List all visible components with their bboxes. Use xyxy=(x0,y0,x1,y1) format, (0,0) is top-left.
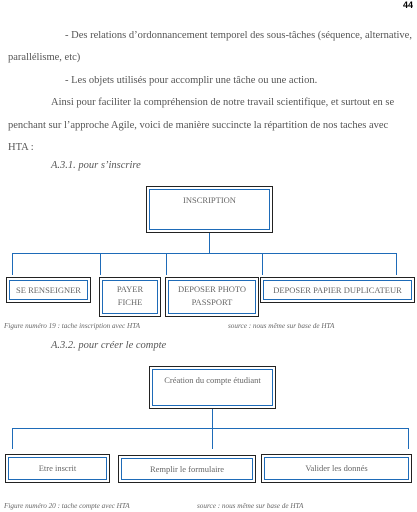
connector-line xyxy=(12,253,396,254)
hta-child-se-renseigner: SE RENSEIGNER xyxy=(6,277,91,303)
paragraph-line-1: Ainsi pour faciliter la compréhension de… xyxy=(51,97,395,108)
bullet-2: - Les objets utilisés pour accomplir une… xyxy=(65,75,318,86)
hta-root-compte: Création du compte étudiant xyxy=(149,366,276,409)
figure-19-caption: Figure numéro 19 : tache inscription ave… xyxy=(4,322,141,330)
bullet-1-line-2: parallélisme, etc) xyxy=(8,52,81,63)
hta-child-label: Etre inscrit xyxy=(38,463,77,473)
figure-19-source: source : nous même sur base de HTA xyxy=(228,322,335,330)
connector-line xyxy=(212,428,213,449)
section-1-heading: A.3.1. pour s’inscrire xyxy=(51,160,141,171)
hta-root-label: INSCRIPTION xyxy=(183,195,236,205)
hta-child-deposer-papier: DEPOSER PAPIER DUPLICATEUR xyxy=(260,277,415,303)
hta-root-inscription: INSCRIPTION xyxy=(146,186,273,233)
connector-line xyxy=(209,233,210,253)
connector-line xyxy=(12,253,13,275)
hta-child-label: SE RENSEIGNER xyxy=(16,285,81,295)
figure-20-source: source : nous même sur base de HTA xyxy=(197,502,304,510)
section-2-heading: A.3.2. pour créer le compte xyxy=(51,340,167,351)
connector-line xyxy=(396,253,397,275)
connector-line xyxy=(12,428,13,449)
connector-line xyxy=(166,253,167,275)
page-number: 44 xyxy=(402,0,413,10)
connector-line xyxy=(408,428,409,449)
paragraph-line-3: HTA : xyxy=(8,142,34,153)
hta-child-label: DEPOSER PAPIER DUPLICATEUR xyxy=(273,285,402,295)
connector-line xyxy=(212,409,213,428)
hta-child-remplir-formulaire: Remplir le formulaire xyxy=(118,455,256,483)
hta-child-label: Remplir le formulaire xyxy=(149,464,225,474)
figure-20-caption: Figure numéro 20 : tache compte avec HTA xyxy=(4,502,130,510)
hta-child-etre-inscrit: Etre inscrit xyxy=(5,454,110,483)
hta-root-label: Création du compte étudiant xyxy=(164,375,261,385)
connector-line xyxy=(12,428,408,429)
hta-child-valider-donnes: Valider les donnés xyxy=(261,454,412,483)
hta-child-label: Valider les donnés xyxy=(305,463,368,473)
bullet-1-line-1: - Des relations d’ordonnancement tempore… xyxy=(65,30,412,41)
paragraph-line-2: penchant sur l’approche Agile, voici de … xyxy=(8,120,389,131)
connector-line xyxy=(100,253,101,275)
connector-line xyxy=(262,253,263,275)
